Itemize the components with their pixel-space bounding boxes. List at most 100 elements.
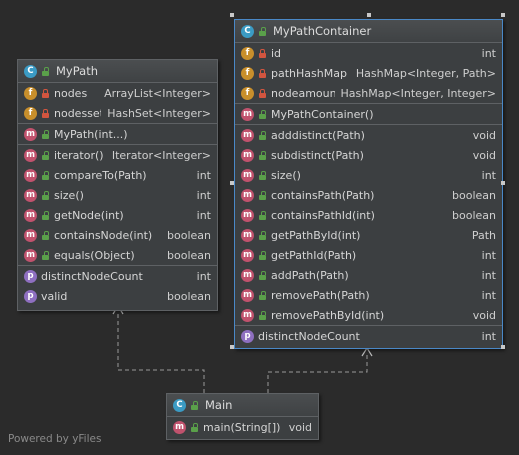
public-access-icon (190, 400, 199, 410)
selection-handle-tm[interactable] (367, 13, 371, 17)
class-mypath-header[interactable]: C MyPath (18, 60, 217, 83)
method-type: boolean (452, 208, 496, 222)
selection-handle-tr[interactable] (501, 13, 505, 17)
public-access-icon (258, 270, 267, 280)
public-access-icon (190, 422, 199, 432)
public-access-icon (41, 150, 50, 160)
public-access-icon (258, 109, 267, 119)
method-type: boolean (452, 188, 496, 202)
method-name: size() (271, 168, 301, 182)
field-name: pathHashMap (271, 66, 347, 80)
property-name: valid (41, 289, 68, 303)
private-lock-icon (258, 68, 267, 78)
class-icon: C (24, 64, 37, 78)
method-type: boolean (167, 228, 211, 242)
method-icon: m (241, 188, 254, 202)
field-type: HashMap<Integer, Integer> (340, 86, 497, 100)
selection-handle-mr[interactable] (501, 181, 505, 185)
selection-handle-br[interactable] (501, 345, 505, 349)
method-row[interactable]: m main(String[]) void (167, 417, 318, 437)
field-type: int (481, 46, 496, 60)
selection-handle-tl[interactable] (230, 13, 234, 17)
public-access-icon (258, 150, 267, 160)
selection-handle-ml[interactable] (230, 181, 234, 185)
method-icon: m (24, 188, 37, 202)
arrow-to-mypathcontainer (361, 346, 373, 357)
method-type: int (196, 188, 211, 202)
field-name: nodes (54, 86, 88, 100)
class-title: MyPath (56, 64, 98, 78)
method-type: int (481, 248, 496, 262)
method-icon: m (24, 228, 37, 242)
class-title: Main (205, 398, 233, 412)
public-access-icon (258, 190, 267, 200)
method-icon: m (24, 127, 37, 141)
public-access-icon (41, 190, 50, 200)
footer-powered-by: Powered by yFiles (8, 433, 102, 445)
method-type: boolean (167, 248, 211, 262)
field-name: nodeamount (271, 86, 335, 100)
private-lock-icon (258, 48, 267, 58)
public-access-icon (41, 210, 50, 220)
class-icon: C (173, 398, 186, 412)
field-name: nodesset (54, 106, 102, 120)
public-access-icon (41, 250, 50, 260)
method-type: void (472, 148, 496, 162)
selection-handle-bl[interactable] (230, 345, 234, 349)
method-icon: m (241, 208, 254, 222)
method-type: Iterator<Integer> (111, 148, 211, 162)
field-icon: f (241, 46, 254, 60)
method-type: void (288, 420, 312, 434)
public-access-icon (258, 130, 267, 140)
property-type: boolean (167, 289, 211, 303)
method-icon: m (173, 420, 186, 434)
edge-main-to-mypathcontainer (267, 354, 368, 393)
property-icon: p (24, 289, 37, 303)
property-type: int (481, 329, 496, 343)
public-access-icon (258, 250, 267, 260)
method-name: iterator() (54, 148, 104, 162)
field-type: HashMap<Integer, Path> (355, 66, 496, 80)
method-name: main(String[]) (203, 420, 281, 434)
class-main[interactable]: C Main m main(String[]) void (166, 393, 319, 440)
method-name: adddistinct(Path) (271, 128, 365, 142)
method-icon: m (24, 248, 37, 262)
public-access-icon (258, 310, 267, 320)
class-main-header[interactable]: C Main (167, 394, 318, 417)
method-icon: m (241, 288, 254, 302)
private-lock-icon (41, 108, 50, 118)
class-mypathcontainer-header[interactable]: C MyPathContainer (235, 20, 502, 43)
method-name: getNode(int) (54, 208, 124, 222)
